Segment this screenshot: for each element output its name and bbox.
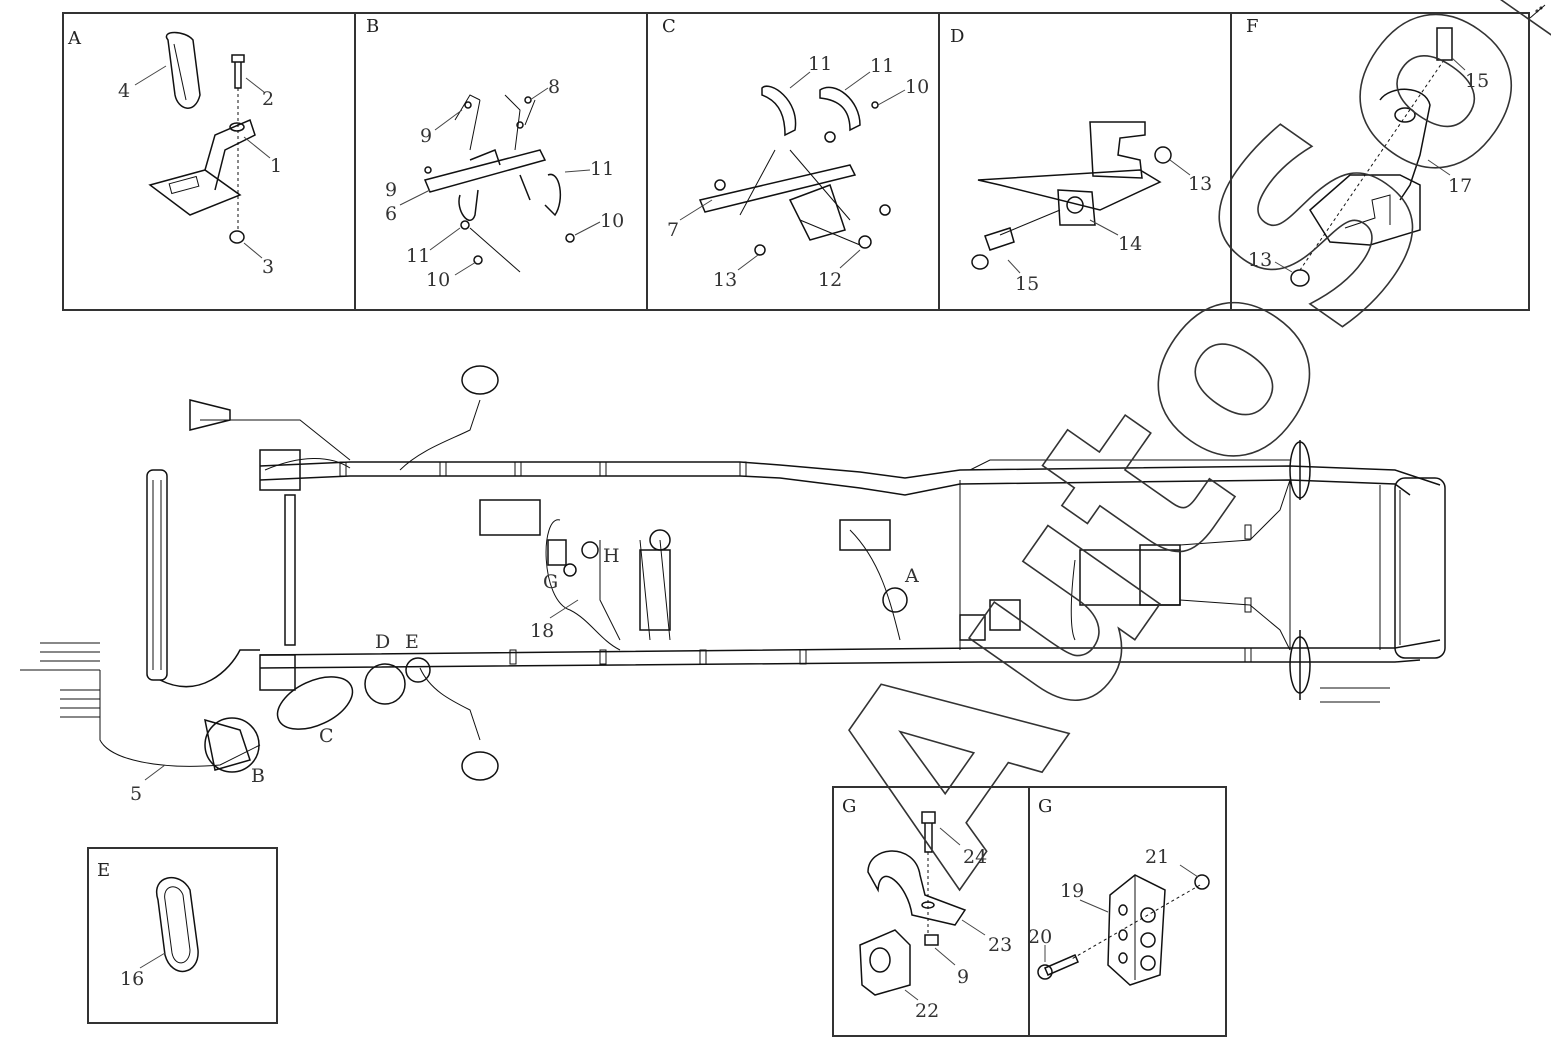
zone-d: D	[375, 631, 390, 653]
zone-h: H	[603, 545, 620, 567]
callout-b-6: 6	[385, 203, 397, 225]
callout-main-18: 18	[530, 620, 554, 642]
callout-d-14: 14	[1118, 233, 1142, 255]
callout-b-10a: 10	[600, 210, 624, 232]
clamp-block-icon	[1037, 874, 1210, 986]
callout-a-3: 3	[262, 256, 274, 278]
bracket-part-icon	[1290, 27, 1453, 287]
callout-a-4: 4	[118, 80, 130, 102]
clamp-part-icon	[859, 811, 967, 996]
panel-c: C 11 11 10 7 13 12	[662, 16, 929, 291]
callout-c-7: 7	[667, 219, 679, 241]
callout-d-13: 13	[1188, 173, 1212, 195]
callout-b-11a: 11	[590, 158, 614, 180]
panel-d: D 13 14 15	[950, 26, 1212, 295]
panel-row-frame	[62, 12, 1530, 311]
callout-e-16: 16	[120, 968, 144, 990]
callout-b-10b: 10	[426, 269, 450, 291]
panel-g1: G 24 23 9 22	[832, 786, 1227, 1037]
callout-g2-21: 21	[1145, 846, 1169, 868]
callout-d-15: 15	[1015, 273, 1039, 295]
chassis-frame-diagram	[20, 365, 1446, 781]
bracket-part-icon	[698, 85, 891, 256]
callout-g1-22: 22	[915, 1000, 939, 1022]
panel-c-letter: C	[662, 16, 676, 37]
panel-e-letter: E	[97, 860, 110, 881]
callout-f-17: 17	[1448, 175, 1472, 197]
panel-a: A 4 2 1 3	[67, 28, 282, 278]
callout-b-9b: 9	[385, 179, 397, 201]
bracket-part-icon	[971, 121, 1172, 270]
zone-e: E	[405, 631, 419, 653]
callout-g2-19: 19	[1060, 880, 1084, 902]
callout-f-15: 15	[1465, 70, 1489, 92]
grommet-icon	[155, 876, 199, 973]
panel-g1-letter: G	[842, 796, 856, 817]
callout-c-10: 10	[905, 76, 929, 98]
callout-c-13: 13	[713, 269, 737, 291]
callout-a-2: 2	[262, 88, 274, 110]
callout-g1-9: 9	[957, 966, 969, 988]
panel-d-letter: D	[950, 26, 964, 47]
callout-a-1: 1	[270, 155, 282, 177]
zone-a: A	[904, 565, 919, 587]
panel-g2: G 21 19 20	[1028, 796, 1210, 986]
left-legend-marks	[20, 642, 1390, 718]
callout-c-11b: 11	[870, 55, 894, 77]
callout-f-13: 13	[1248, 249, 1272, 271]
panel-e: E 16	[87, 847, 278, 1024]
panel-g2-letter: G	[1038, 796, 1052, 817]
panel-f-letter: F	[1246, 16, 1259, 37]
panel-a-letter: A	[67, 28, 82, 49]
callout-g1-23: 23	[988, 934, 1012, 956]
panel-b-letter: B	[366, 16, 379, 37]
zone-g: G	[543, 571, 558, 593]
panel-b: B 8 9 9 6 11 10 11 10	[366, 16, 624, 291]
corner-mark	[1529, 4, 1546, 19]
callout-g1-24: 24	[963, 846, 987, 868]
callout-b-8: 8	[548, 76, 560, 98]
callout-c-11a: 11	[808, 53, 832, 75]
callout-g2-20: 20	[1028, 926, 1052, 948]
bracket-part-icon	[423, 94, 575, 273]
callout-b-9a: 9	[420, 125, 432, 147]
zone-b: B	[251, 765, 265, 787]
main-labels: D E C B G H A 18 5	[130, 545, 919, 805]
callout-main-5: 5	[130, 783, 142, 805]
rail-clips	[339, 461, 1252, 665]
bracket-part-icon	[148, 31, 256, 244]
callout-c-12: 12	[818, 269, 842, 291]
panel-row-top	[62, 12, 1530, 311]
zone-c: C	[319, 725, 334, 747]
callout-b-11b: 11	[406, 245, 430, 267]
panel-f: F 15 17 13	[1246, 16, 1489, 287]
